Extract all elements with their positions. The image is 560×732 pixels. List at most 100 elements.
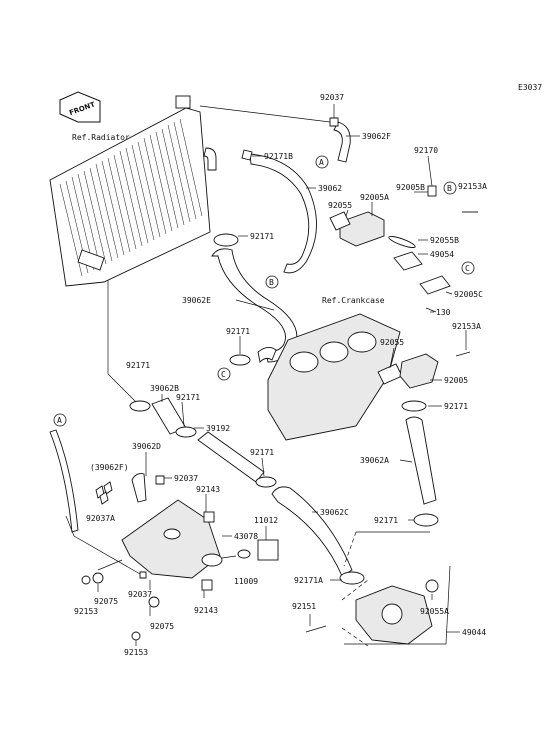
clamp-92037-top — [329, 117, 339, 127]
pump-dashed-line — [343, 531, 357, 567]
water-pipe-92005 — [399, 353, 439, 389]
clamp-92171-left — [129, 400, 151, 412]
pump-dashed-guides — [341, 579, 369, 647]
gasket-11009 — [237, 549, 251, 559]
water-pump-assembly — [305, 585, 433, 645]
clamp-92171-c — [229, 354, 251, 366]
label-92055A: 92055A — [420, 607, 449, 616]
label-92143-b: 92143 — [194, 606, 218, 615]
label-92055-mid: 92055 — [380, 338, 404, 347]
callout-c-mid — [217, 367, 231, 381]
diagram-code: E3037 — [518, 83, 542, 92]
hose-39062A — [405, 416, 437, 505]
label-11009: 11009 — [234, 577, 258, 586]
radiator-cap — [175, 95, 191, 109]
label-92005B: 92005B — [396, 183, 425, 192]
label-92171-c: 92171 — [176, 393, 200, 402]
label-92037-top: 92037 — [320, 93, 344, 102]
bolt-92143-a — [203, 511, 215, 523]
hose-39062F-left — [49, 429, 79, 533]
crankcase-cylinder-block — [267, 313, 401, 441]
label-92153A-top: 92153A — [458, 182, 487, 191]
clamp-92037-mid — [155, 475, 165, 485]
label-92153A-mid: 92153A — [452, 322, 481, 331]
label-39062F-paren: (39062F) — [90, 463, 129, 472]
label-92171-left: 92171 — [126, 361, 150, 370]
label-92171-b: 92171 — [226, 327, 250, 336]
part-number-labels: 92037 39062F 92171B 39062 92170 92005B 9… — [74, 93, 487, 657]
hose-39062F — [333, 121, 351, 163]
hose-39062E — [211, 248, 298, 363]
label-92171-f: 92171 — [374, 516, 398, 525]
label-49044: 49044 — [462, 628, 486, 637]
ref-crankcase-label: Ref.Crankcase — [322, 296, 385, 305]
hose-39062 — [249, 153, 317, 274]
label-92171A: 92171A — [294, 576, 323, 585]
screw-130 — [425, 307, 437, 313]
label-92005C: 92005C — [454, 290, 483, 299]
label-49054: 49054 — [430, 250, 454, 259]
callout-c-top — [461, 261, 475, 275]
callout-b-mid-text: B — [269, 278, 274, 287]
clip-92037A — [95, 481, 113, 505]
hose-stub-39062E-end — [257, 347, 277, 363]
label-11012: 11012 — [254, 516, 278, 525]
label-39192: 39192 — [206, 424, 230, 433]
label-92005A: 92005A — [360, 193, 389, 202]
label-92055-top: 92055 — [328, 201, 352, 210]
label-92143-a: 92143 — [196, 485, 220, 494]
hose-39062C — [271, 486, 353, 577]
label-92005: 92005 — [444, 376, 468, 385]
label-92153-b: 92153 — [124, 648, 148, 657]
callout-a-left-text: A — [57, 416, 62, 425]
label-39062A: 39062A — [360, 456, 389, 465]
bolt-92143-b — [201, 579, 213, 591]
label-92075-b: 92075 — [150, 622, 174, 631]
label-39062: 39062 — [318, 184, 342, 193]
clamp-92171B — [241, 149, 253, 161]
grommet-92075-b — [148, 596, 160, 608]
callout-a-top — [315, 155, 329, 169]
callout-b-top — [443, 181, 457, 195]
clamp-92171-right-low — [413, 513, 439, 527]
label-92171-a: 92171 — [250, 232, 274, 241]
label-92075-a: 92075 — [94, 597, 118, 606]
clamp-92171A — [339, 571, 365, 585]
label-92171-d: 92171 — [250, 448, 274, 457]
callout-b-mid — [265, 275, 279, 289]
radiator-lower-outlet — [77, 249, 105, 271]
hose-39062D — [131, 473, 147, 503]
o-ring-92055B — [388, 235, 416, 249]
label-92151: 92151 — [292, 602, 316, 611]
label-39062B: 39062B — [150, 384, 179, 393]
label-39062F: 39062F — [362, 132, 391, 141]
clamp-92171-e — [255, 476, 277, 488]
front-direction-arrow: FRONT — [59, 91, 101, 123]
bolt-92153-a — [81, 575, 91, 585]
callout-a-left — [53, 413, 67, 427]
label-92171-e: 92171 — [444, 402, 468, 411]
label-92170: 92170 — [414, 146, 438, 155]
thermostat-housing-assembly — [339, 185, 451, 295]
label-92171B: 92171B — [264, 152, 293, 161]
label-92037A: 92037A — [86, 514, 115, 523]
bolt-92153-b — [131, 631, 141, 641]
leader-lines — [65, 104, 467, 646]
callout-a-top-text: A — [319, 158, 324, 167]
grommet-92075-a — [92, 572, 104, 584]
label-39062C: 39062C — [320, 508, 349, 517]
clamp-92171-a — [213, 233, 239, 247]
label-92037-mid: 92037 — [174, 474, 198, 483]
label-92037-low: 92037 — [128, 590, 152, 599]
callout-c-top-text: C — [465, 264, 470, 273]
callout-b-top-text: B — [447, 184, 452, 193]
pipe-39192 — [197, 431, 265, 483]
label-92153-a: 92153 — [74, 607, 98, 616]
gasket-92055-top — [329, 211, 351, 231]
clamp-92171-b-right — [401, 400, 427, 412]
clamp-92037-low — [139, 571, 147, 579]
cap-43078 — [201, 553, 223, 567]
label-39062D: 39062D — [132, 442, 161, 451]
clamp-92171-d — [175, 426, 197, 438]
